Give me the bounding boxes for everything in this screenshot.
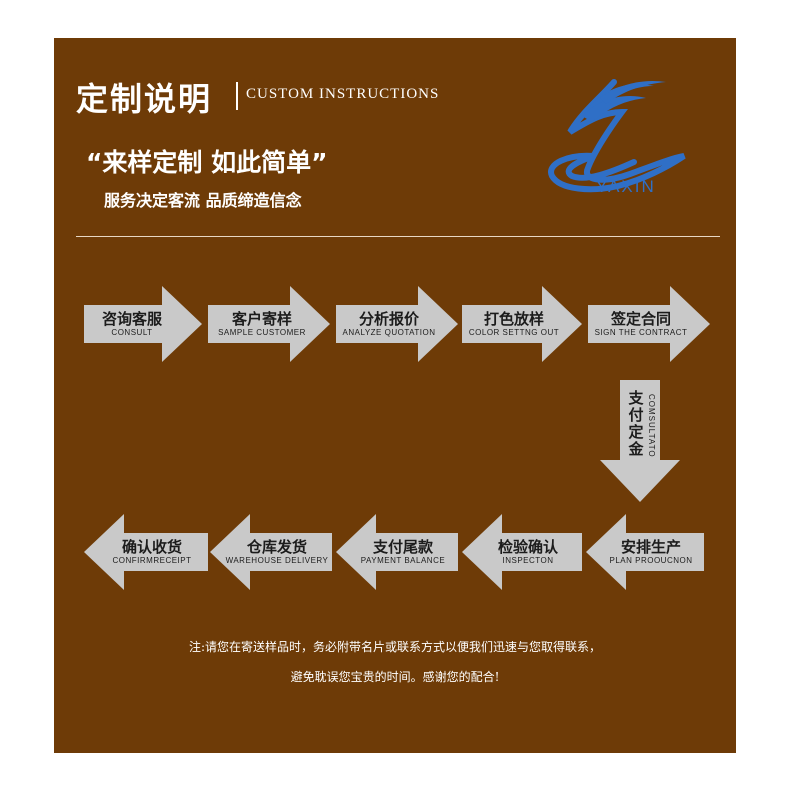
arrow-left-icon xyxy=(84,514,208,590)
arrow-right-icon xyxy=(208,286,330,362)
step-sample-customer: 客户寄样 SAMPLE CUSTOMER xyxy=(208,310,316,338)
arrow-right-icon xyxy=(462,286,582,362)
step-plan-production: 安排生产 PLAN PROOUCNON xyxy=(598,538,704,566)
step-label-cn: 仓库发货 xyxy=(246,538,307,556)
arrow-left-icon xyxy=(210,514,332,590)
arrow-left-icon xyxy=(462,514,582,590)
step-color-setting: 打色放样 COLOR SETTNG OUT xyxy=(462,310,566,338)
arrow-down-icon xyxy=(600,380,680,502)
step-consult: 咨询客服 CONSULT xyxy=(84,310,180,338)
step-label-en: CONFIRMRECEIPT xyxy=(112,556,192,565)
step-label-en: PLAN PROOUCNON xyxy=(609,556,693,565)
step-warehouse-delivery: 仓库发货 WAREHOUSE DELIVERY xyxy=(222,538,332,566)
step-label-cn: 分析报价 xyxy=(358,310,419,328)
step-payment-balance: 支付尾款 PAYMENT BALANCE xyxy=(348,538,458,566)
step-label-cn: 签定合同 xyxy=(610,310,671,328)
step-pay-deposit: 支付定金 xyxy=(628,389,644,458)
step-confirm-receipt: 确认收货 CONFIRMRECEIPT xyxy=(96,538,208,566)
step-label-en: CONSULT xyxy=(111,328,153,337)
step-label-en: COLOR SETTNG OUT xyxy=(468,328,560,337)
arrow-right-icon xyxy=(84,286,202,362)
step-label-cn: 支付尾款 xyxy=(372,538,433,556)
step-inspection: 检验确认 INSPECTON xyxy=(474,538,582,566)
step-sign-contract: 签定合同 SIGN THE CONTRACT xyxy=(588,310,694,338)
arrow-left-icon xyxy=(336,514,458,590)
slogan: “来样定制 如此简单” xyxy=(86,148,328,177)
step-pay-deposit-en: COMSULTATO xyxy=(647,394,656,458)
note-line-1: 注:请您在寄送样品时，务必附带名片或联系方式以便我们迅速与您取得联系， xyxy=(188,640,602,654)
step-label-en: SAMPLE CUSTOMER xyxy=(218,328,306,337)
step-label-en: INSPECTON xyxy=(502,556,554,565)
step-analyze-quotation: 分析报价 ANALYZE QUOTATION xyxy=(336,310,442,338)
arrow-right-icon xyxy=(588,286,710,362)
arrow-left-icon xyxy=(586,514,704,590)
step-label-cn: 检验确认 xyxy=(497,538,558,556)
step-label-cn: 确认收货 xyxy=(121,538,182,556)
page-title-english: CUSTOM INSTRUCTIONS xyxy=(246,86,440,102)
step-label-cn: 安排生产 xyxy=(620,538,681,556)
step-label-en: SIGN THE CONTRACT xyxy=(594,328,688,337)
step-label-en: PAYMENT BALANCE xyxy=(360,556,446,565)
step-label-en: WAREHOUSE DELIVERY xyxy=(225,556,329,565)
title-separator xyxy=(236,82,238,110)
page-title: 定制说明 xyxy=(76,80,213,118)
sub-slogan: 服务决定客流 品质缔造信念 xyxy=(104,191,302,210)
step-label-cn: 打色放样 xyxy=(483,310,544,328)
note-line-2: 避免耽误您宝贵的时间。感谢您的配合! xyxy=(290,670,500,684)
header-divider xyxy=(76,236,720,237)
arrow-right-icon xyxy=(336,286,458,362)
yaxin-logo-icon xyxy=(548,79,686,193)
step-label-cn: 客户寄样 xyxy=(231,310,292,328)
logo-text: YAXIN xyxy=(596,177,656,196)
step-label-cn: 咨询客服 xyxy=(101,310,162,328)
step-label-en: ANALYZE QUOTATION xyxy=(342,328,436,337)
